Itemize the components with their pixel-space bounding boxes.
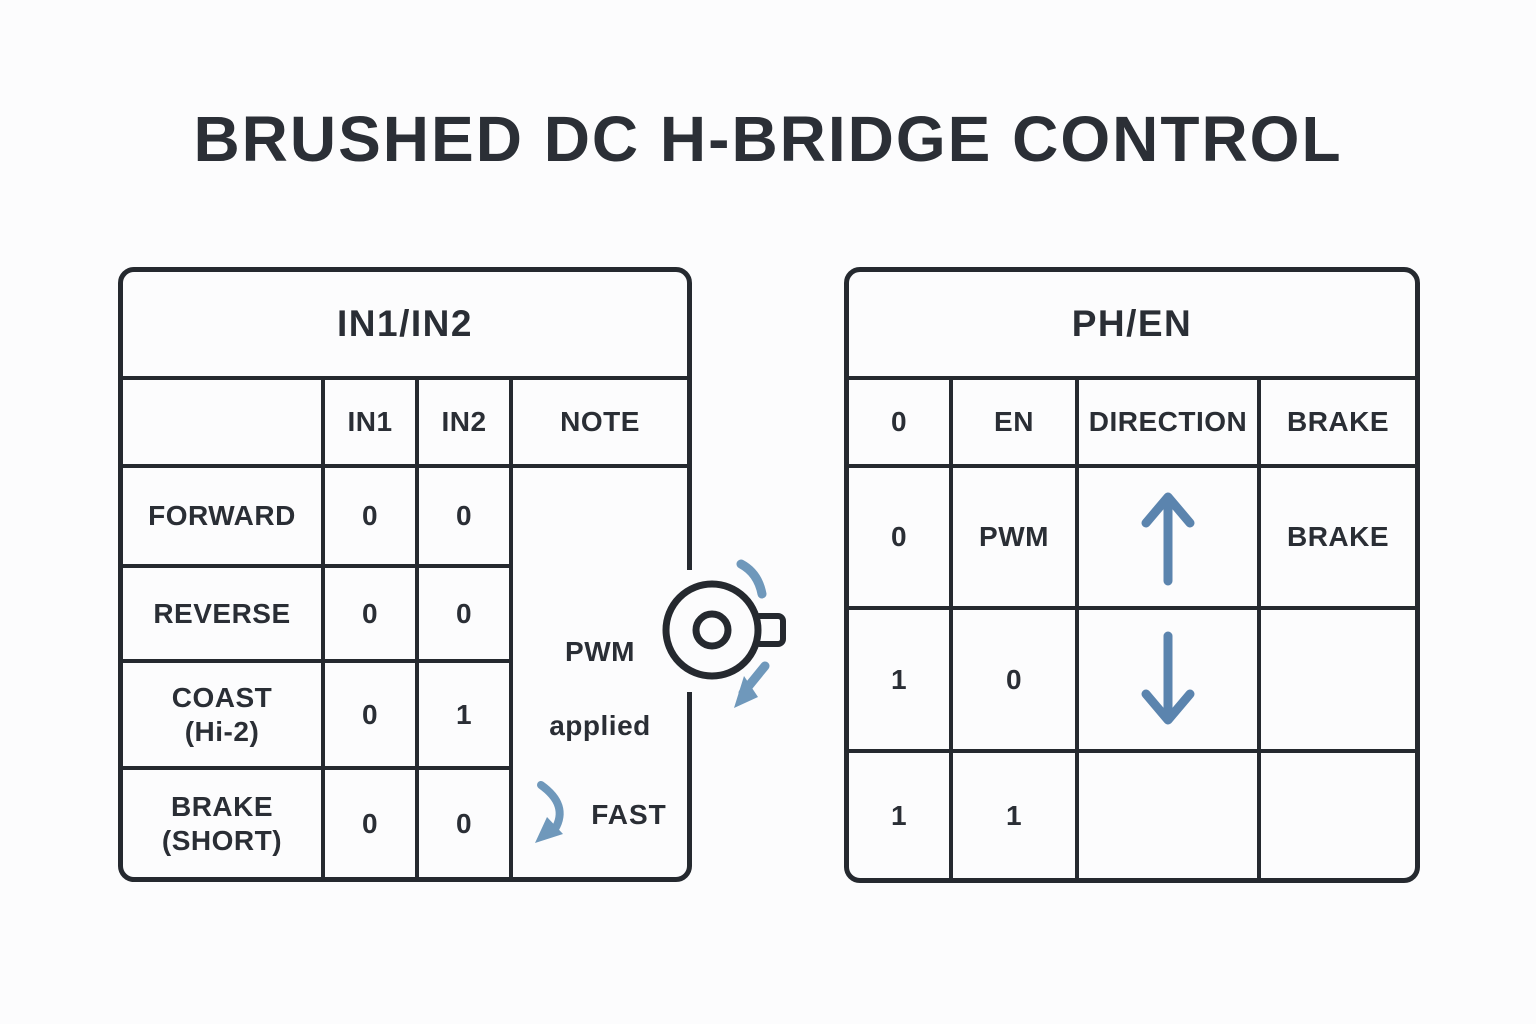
brake-in2-value: 0	[419, 770, 513, 877]
forward-in1-value: 0	[325, 468, 419, 568]
pwm-applied-note: PWM applied	[513, 596, 687, 744]
direction-cell-row1	[1079, 468, 1261, 610]
in1-in2-table: IN1/IN2 IN1 IN2 NOTE FORWARD 0 0 REVERSE…	[118, 267, 692, 882]
rotation-arrowhead-icon	[734, 676, 758, 708]
en-value-row2: 0	[953, 610, 1079, 753]
en-value-row1: PWM	[953, 468, 1079, 610]
forward-in2-value: 0	[419, 468, 513, 568]
fast-note: FAST	[513, 779, 687, 851]
page-title: BRUSHED DC H-BRIDGE CONTROL	[193, 103, 1343, 175]
reverse-in1-value: 0	[325, 568, 419, 663]
dc-motor-icon	[662, 559, 786, 708]
ph-value-row2: 1	[849, 610, 953, 753]
column-header-brake: BRAKE	[1261, 380, 1415, 468]
row-label-reverse: REVERSE	[123, 568, 325, 663]
ph-en-table-title: PH/EN	[849, 272, 1415, 380]
ph-value-row1: 0	[849, 468, 953, 610]
pwm-note-line1: PWM	[565, 636, 635, 667]
en-value-row3: 1	[953, 753, 1079, 878]
brake-value-row2	[1261, 610, 1415, 753]
row-label-brake: BRAKE (SHORT)	[123, 770, 325, 877]
reverse-in2-value: 0	[419, 568, 513, 663]
down-arrow-icon	[1141, 631, 1195, 724]
motor-hub-icon	[692, 610, 732, 650]
fast-label: FAST	[591, 799, 667, 830]
column-header-note: NOTE	[513, 380, 687, 468]
row-label-forward: FORWARD	[123, 468, 325, 568]
coast-in1-value: 0	[325, 663, 419, 770]
in1-in2-table-title: IN1/IN2	[123, 272, 687, 380]
direction-cell-row3	[1079, 753, 1261, 878]
column-header-in2: IN2	[419, 380, 513, 468]
up-arrow-icon	[1141, 492, 1195, 586]
brake-value-row1: BRAKE	[1261, 468, 1415, 610]
column-header-blank	[123, 380, 325, 468]
pwm-note-line2: applied	[549, 710, 651, 741]
direction-cell-row2	[1079, 610, 1261, 753]
column-header-in1: IN1	[325, 380, 419, 468]
ph-en-table: PH/EN 0 EN DIRECTION BRAKE 0 PWM BRAKE 1…	[844, 267, 1420, 883]
row-label-coast: COAST (Hi-2)	[123, 663, 325, 770]
rotation-arrow-icon	[535, 781, 564, 843]
brake-in1-value: 0	[325, 770, 419, 877]
column-header-ph: 0	[849, 380, 953, 468]
ph-value-row3: 1	[849, 753, 953, 878]
note-merged-cell: PWM applied FAST	[513, 468, 687, 877]
column-header-en: EN	[953, 380, 1079, 468]
brake-value-row3	[1261, 753, 1415, 878]
rotation-arc-icon	[736, 559, 767, 599]
column-header-direction: DIRECTION	[1079, 380, 1261, 468]
coast-in2-value: 1	[419, 663, 513, 770]
